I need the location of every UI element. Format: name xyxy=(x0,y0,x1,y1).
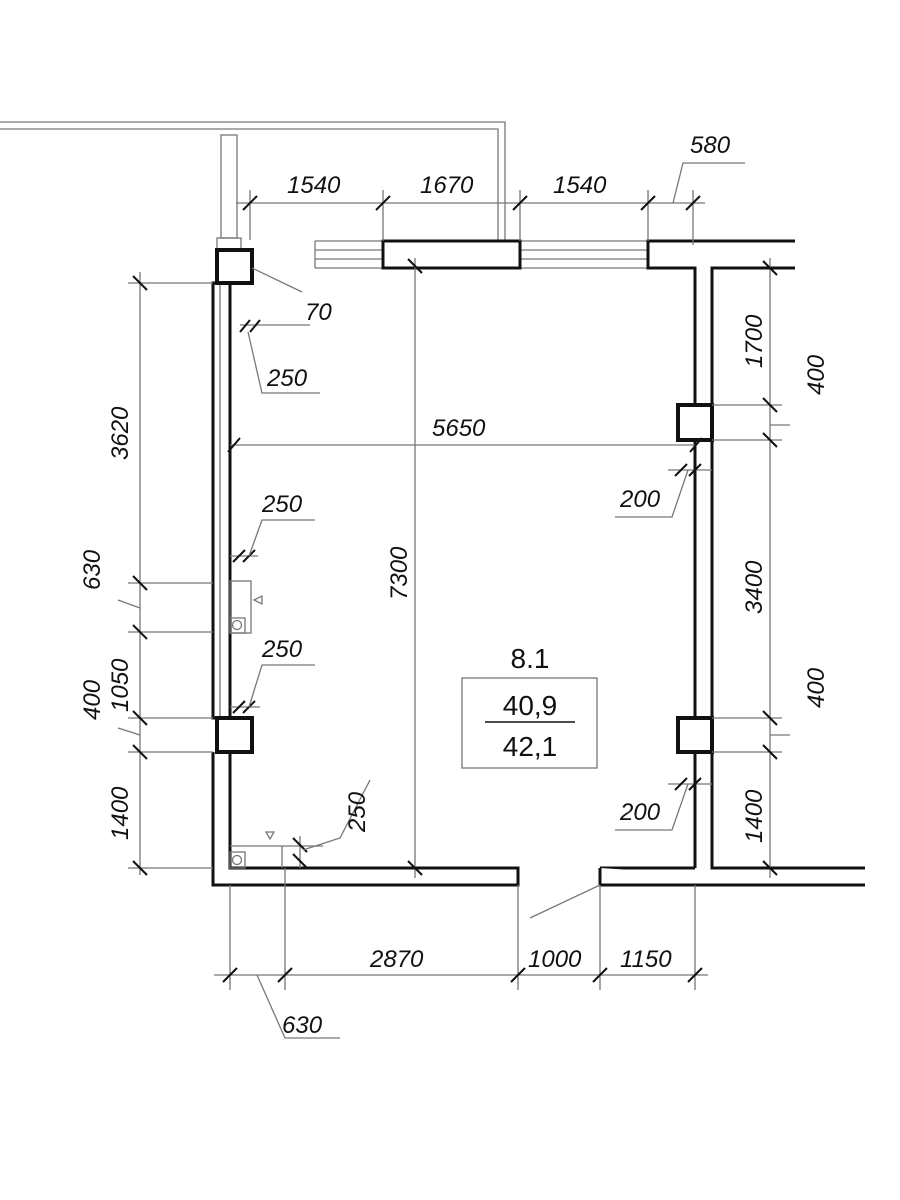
dim-right-3: 3400 xyxy=(741,560,768,614)
dim-right-1: 1700 xyxy=(741,314,768,368)
callout-250: 250 xyxy=(344,791,371,833)
column xyxy=(215,716,254,754)
callout-200: 200 xyxy=(619,799,661,826)
column xyxy=(215,248,254,285)
dim-bottom-2: 2870 xyxy=(369,946,424,973)
room-number: 8.1 xyxy=(511,643,550,674)
dim-inner-width: 5650 xyxy=(432,415,486,442)
dim-right-5: 1400 xyxy=(741,789,768,843)
column xyxy=(676,403,714,442)
dim-right-2: 400 xyxy=(803,354,830,395)
callout-250: 250 xyxy=(261,491,303,518)
dim-bottom-4: 1150 xyxy=(620,946,672,973)
dimension-lines xyxy=(117,162,790,1039)
dim-left-3: 1050 xyxy=(107,658,134,712)
room-area-2: 42,1 xyxy=(503,731,558,762)
dim-left-2: 630 xyxy=(79,549,106,590)
callout-250: 250 xyxy=(261,636,303,663)
callout-200: 200 xyxy=(619,486,661,513)
room-label: 8.1 40,9 42,1 xyxy=(461,643,598,769)
dim-top-2: 1670 xyxy=(420,172,474,199)
dim-right-4: 400 xyxy=(803,667,830,708)
dim-top-4: 580 xyxy=(690,132,731,159)
dim-bottom-1: 630 xyxy=(282,1012,323,1039)
dim-bottom-3: 1000 xyxy=(528,946,582,973)
wall-left-upper xyxy=(211,281,232,720)
dim-left-4: 400 xyxy=(79,679,106,720)
dim-left-1: 3620 xyxy=(107,406,134,460)
dimension-labels: 1540 1670 1540 580 3620 630 1050 400 140… xyxy=(79,132,830,1039)
dim-top-3: 1540 xyxy=(553,172,607,199)
callout-70: 70 xyxy=(305,299,332,326)
dim-top-1: 1540 xyxy=(287,172,341,199)
dim-left-5: 1400 xyxy=(107,786,134,840)
window-top-left xyxy=(314,240,383,269)
dim-inner-depth: 7300 xyxy=(386,546,413,600)
window-top-right xyxy=(520,240,648,269)
room-area-1: 40,9 xyxy=(503,690,558,721)
column xyxy=(676,716,714,754)
callout-250: 250 xyxy=(266,365,308,392)
wall-pier-top xyxy=(381,239,522,270)
fixtures xyxy=(229,580,323,869)
